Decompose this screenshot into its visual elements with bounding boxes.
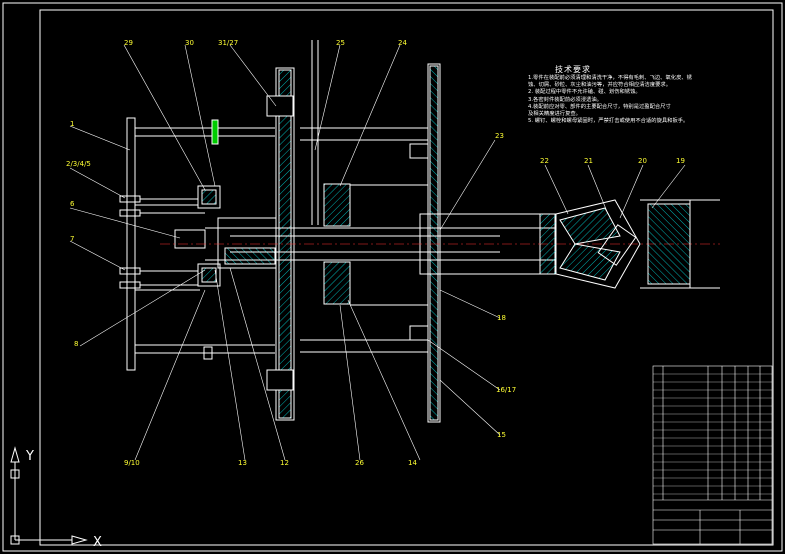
left-bracket <box>126 117 275 371</box>
part-label: 23 <box>495 132 504 140</box>
part-label-group: 1 2/3/4/5 6 7 8 9/10 13 12 26 29 30 31/2… <box>66 39 685 467</box>
tech-req-line: 1.零件在装配前必须清理和清洗干净，不得有毛刺、飞边、氧化皮、锈 <box>528 75 692 81</box>
tech-req-line: 及相关精度进行复查。 <box>528 111 581 118</box>
tool-head <box>555 199 720 289</box>
part-label: 1 <box>70 120 74 128</box>
right-plate <box>409 63 441 423</box>
title-block <box>652 365 773 545</box>
part-label: 14 <box>408 459 417 467</box>
tech-req-line: 蚀、切屑、砂粒、灰尘和油污等，并应符合相应清洁度要求。 <box>528 82 672 89</box>
y-axis-label: Y <box>25 449 34 464</box>
part-label: 15 <box>497 431 506 439</box>
tech-req-list: 1.零件在装配前必须清理和清洗干净，不得有毛刺、飞边、氧化皮、锈 蚀、切屑、砂粒… <box>528 75 692 125</box>
part-label: 8 <box>74 340 78 348</box>
part-label: 21 <box>584 157 593 165</box>
x-axis-label: X <box>93 535 102 550</box>
part-label: 25 <box>336 39 345 47</box>
tech-req-line: 2. 装配过程中零件不允许磕、碰、划伤和锈蚀。 <box>528 89 641 96</box>
part-label: 24 <box>398 39 407 47</box>
part-label: 6 <box>70 200 75 208</box>
part-label: 30 <box>185 39 194 47</box>
leader-lines <box>69 44 686 461</box>
left-bolts <box>119 195 205 289</box>
inner-border <box>39 9 774 546</box>
part-label: 31/27 <box>218 39 238 47</box>
part-label: 26 <box>355 459 364 467</box>
tech-req-line: 5. 螺钉、螺栓和螺母紧固时，严禁打击或使用不合适的旋具和扳手。 <box>528 118 689 125</box>
part-label: 2/3/4/5 <box>66 160 91 168</box>
part-label: 12 <box>280 459 289 467</box>
part-label: 18 <box>497 314 506 322</box>
tech-req-line: 3.各密封件装配前必须浸透油。 <box>528 96 602 103</box>
part-label: 16/17 <box>496 386 516 394</box>
part-label: 13 <box>238 459 247 467</box>
tech-req-title: 技术要求 <box>555 65 591 74</box>
title-block-rows <box>653 373 772 495</box>
part-label: 29 <box>124 39 133 47</box>
part-label: 9/10 <box>124 459 140 467</box>
ucs-axis-icon <box>10 446 88 545</box>
part-label: 7 <box>70 235 74 243</box>
part-label: 19 <box>676 157 685 165</box>
part-label: 20 <box>638 157 647 165</box>
guide-rod <box>300 40 430 353</box>
part-label: 22 <box>540 157 549 165</box>
tech-req-line: 4.装配前应对零、部件的主要配合尺寸，特别是过盈配合尺寸 <box>528 103 671 110</box>
